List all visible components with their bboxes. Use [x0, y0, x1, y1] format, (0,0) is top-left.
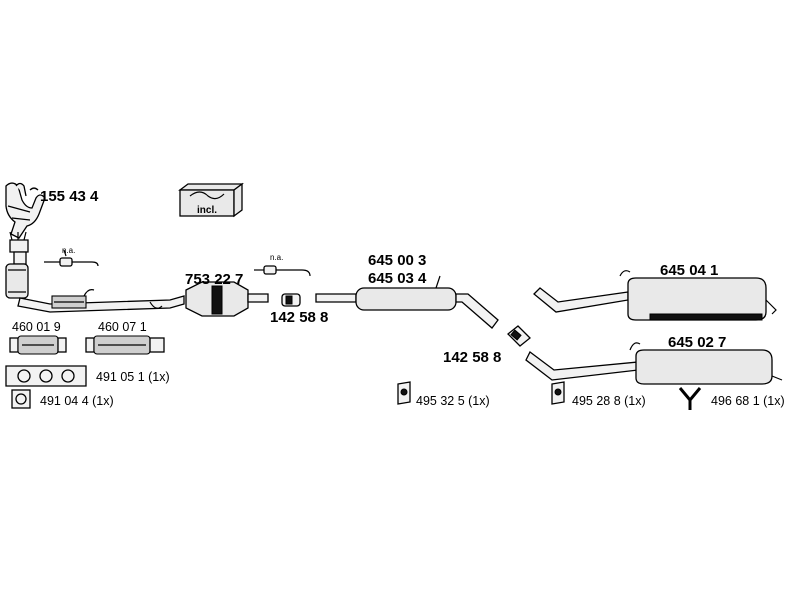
label-sensor-mid-na: n.a. [270, 253, 283, 262]
label-square-gasket: 491 04 4 (1x) [40, 394, 114, 408]
gasket-kit-box[interactable] [178, 182, 244, 218]
label-catalyst: 753 22 7 [185, 271, 243, 288]
rubber-hanger-495-28-8[interactable] [551, 381, 565, 405]
label-flex-pipe-a: 460 01 9 [12, 320, 61, 334]
rubber-hanger-495-32-5[interactable] [397, 381, 411, 405]
label-rear-muffler-b: 645 02 7 [668, 334, 726, 351]
manifold-gasket[interactable] [5, 365, 87, 387]
label-sensor-front-na: n.a. [62, 246, 75, 255]
label-hanger-a: 495 32 5 (1x) [416, 394, 490, 408]
label-flex-pipe-b: 460 07 1 [98, 320, 147, 334]
flex-pipe-460-01-9[interactable] [9, 335, 67, 355]
rear-muffler-upper[interactable] [533, 270, 777, 321]
label-hanger-c: 496 68 1 (1x) [711, 394, 785, 408]
square-gasket[interactable] [11, 389, 31, 409]
label-kit-included: incl. [197, 205, 217, 216]
oxygen-sensor-mid [254, 265, 311, 277]
label-hanger-b: 495 28 8 (1x) [572, 394, 646, 408]
middle-muffler[interactable] [315, 275, 499, 329]
label-clamp-front: 142 58 8 [270, 309, 328, 326]
rear-muffler-lower[interactable] [525, 342, 783, 385]
label-middle-muffler-b: 645 03 4 [368, 270, 427, 287]
label-clamp-rear: 142 58 8 [443, 349, 501, 366]
label-rear-muffler-a: 645 04 1 [660, 262, 718, 279]
exhaust-manifold-drawing[interactable] [5, 182, 46, 239]
y-hanger-496-68-1[interactable] [678, 387, 702, 410]
pipe-clamp-front[interactable] [281, 293, 301, 307]
pipe-clamp-rear[interactable] [507, 325, 531, 347]
oxygen-sensor-front [44, 249, 99, 267]
label-middle-muffler-a: 645 00 3 [368, 252, 426, 269]
flex-pipe-460-07-1[interactable] [85, 335, 165, 355]
label-manifold-gasket: 491 05 1 (1x) [96, 370, 170, 384]
catalyst-front-assembly[interactable] [5, 231, 185, 313]
catalytic-converter[interactable] [185, 281, 269, 317]
label-manifold: 155 43 4 [40, 188, 99, 205]
